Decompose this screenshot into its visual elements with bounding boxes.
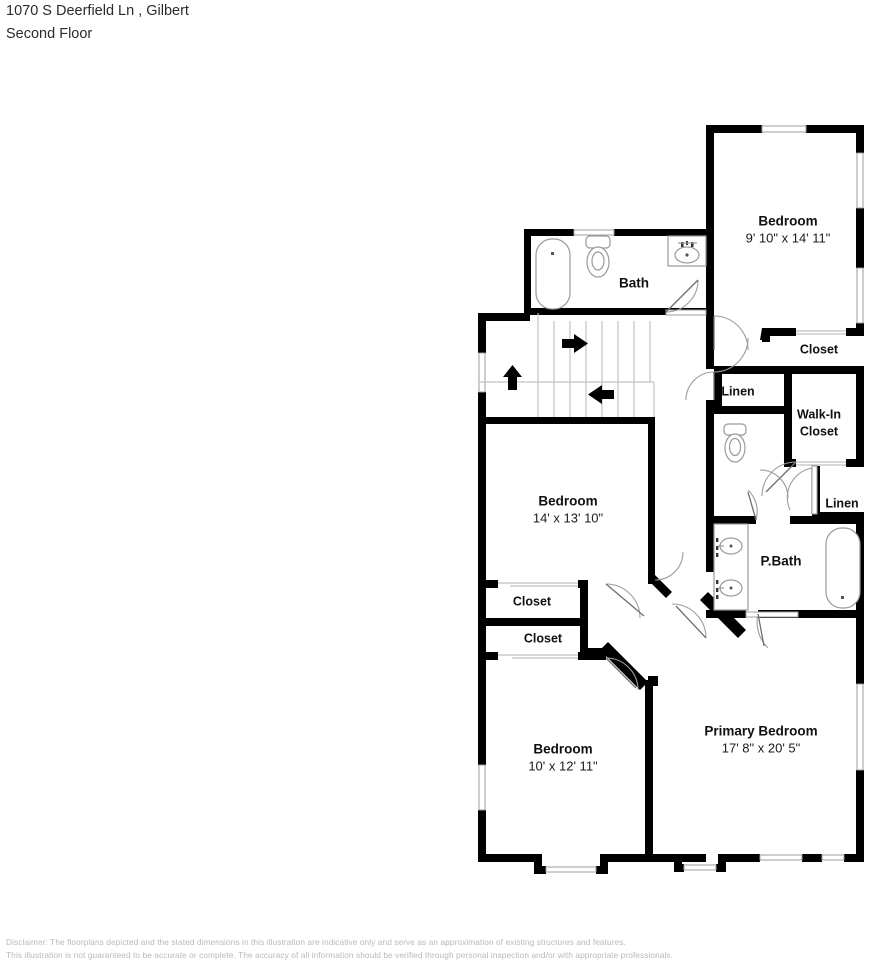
staircase — [478, 313, 655, 417]
closet-shelves — [498, 330, 846, 659]
room-dim-bedroom-sw: 10' x 12' 11" — [528, 758, 598, 773]
floor-name: Second Floor — [6, 26, 93, 42]
sink-icon — [667, 235, 707, 267]
disclaimer-block: Disclaimer: The floorplans depicted and … — [6, 936, 866, 962]
room-label-primary-bedroom: Primary Bedroom — [704, 724, 817, 739]
room-dim-primary-bedroom: 17' 8" x 20' 5" — [722, 740, 801, 755]
room-label-linen-upper: Linen — [721, 384, 754, 398]
plan-header: 1070 S Deerfield Ln , Gilbert Second Flo… — [6, 0, 506, 46]
stair-arrow-up — [503, 365, 522, 390]
room-label-linen-lower: Linen — [825, 496, 858, 510]
stair-arrow-left — [588, 385, 614, 404]
room-dim-bedroom-ne: 9' 10" x 14' 11" — [746, 230, 831, 245]
room-label-bedroom-mid: Bedroom — [538, 494, 597, 509]
disclaimer-line-1: Disclaimer: The floorplans depicted and … — [6, 937, 626, 947]
toilet-icon — [585, 235, 611, 278]
disclaimer-line-2: This illustration is not guaranteed to b… — [6, 950, 674, 960]
room-label-bedroom-ne: Bedroom — [758, 214, 817, 229]
stair-arrow-right — [562, 334, 588, 353]
property-address: 1070 S Deerfield Ln , Gilbert — [6, 3, 189, 19]
toilet-icon-hall — [723, 423, 747, 463]
room-label-closet-mid-upper: Closet — [513, 594, 552, 608]
windows — [478, 125, 864, 873]
floorplan-drawing: Bedroom 9' 10" x 14' 11" Bath Closet Lin… — [478, 125, 864, 874]
doors — [605, 279, 818, 691]
double-vanity-icon — [713, 523, 749, 611]
room-labels: Bedroom 9' 10" x 14' 11" Bath Closet Lin… — [513, 214, 859, 774]
room-label-bedroom-sw: Bedroom — [533, 742, 592, 757]
bathtub-icon — [535, 238, 571, 310]
room-label-p-bath: P.Bath — [760, 554, 801, 569]
room-label-bath: Bath — [619, 276, 649, 291]
room-label-closet-ne: Closet — [800, 342, 839, 356]
room-label-closet-mid-lower: Closet — [524, 631, 563, 645]
room-label-walk-in-closet-line2: Closet — [800, 424, 839, 438]
fixtures — [535, 235, 861, 611]
bathtub-icon-primary — [825, 527, 861, 609]
room-label-walk-in-closet-line1: Walk-In — [797, 407, 841, 421]
floorplan-container: Bedroom 9' 10" x 14' 11" Bath Closet Lin… — [478, 125, 864, 874]
room-dim-bedroom-mid: 14' x 13' 10" — [533, 510, 604, 525]
